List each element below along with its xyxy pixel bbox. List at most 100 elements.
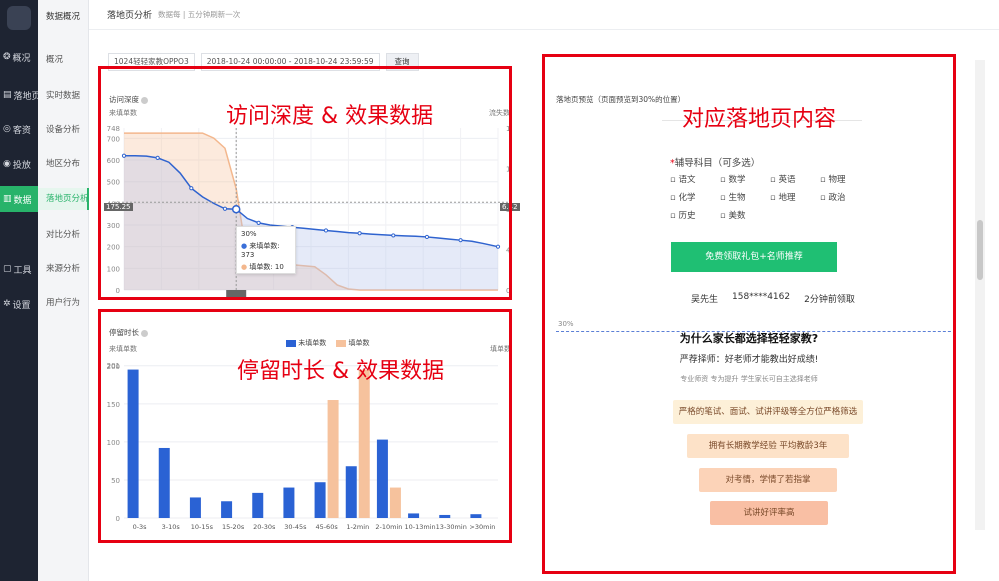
subject-checkbox[interactable]: ▫ 生物 [720,193,746,203]
gear-icon: ✲ [3,299,11,309]
bar-unfilled [283,487,295,518]
depth-chart-title: 访问深度 [109,94,148,105]
subnav-item[interactable]: 来源分析 [46,264,81,274]
why-small: 专业师资 专为提升 学生家长可自主选择老师 [680,375,818,383]
form-title-text: 辅导科目（可多选） [674,158,761,169]
subnav-item[interactable]: 概况 [46,55,64,65]
bar-filled [389,487,401,518]
subject-label: 数学 [728,175,746,185]
y-tick-label: 150 [107,401,120,409]
data-point [495,244,501,249]
x-tick-label: 13-30min [436,523,467,531]
rail-item-data[interactable]: ▥数据 [0,186,38,212]
data-point [155,155,160,160]
subject-checkbox[interactable]: ▫ 美数 [720,211,746,221]
subnav-item[interactable]: 实时数据 [46,91,81,101]
subject-checkbox[interactable]: ▫ 地理 [770,193,796,203]
subject-label: 生物 [728,193,746,203]
bar-unfilled [189,497,201,518]
rail-item-leads[interactable]: ◎客资 [0,116,38,142]
legend-label: 未填单数 [298,339,327,347]
x-tick-label: 3-10s [162,523,181,531]
y-tick-label: 0 [116,287,120,295]
subnav-header: 数据概况 [46,12,81,22]
preview-pct-label: 30% [558,320,574,328]
bar-unfilled [158,447,170,518]
subject-label: 地理 [778,193,796,203]
form-title: *辅导科目（可多选） [670,155,760,169]
dwell-chart-title: 停留时长 [109,327,148,338]
legend-item[interactable]: 未填单数 [286,338,326,348]
user-icon: ◎ [3,124,11,134]
legend-swatch [286,339,296,347]
subject-checkbox[interactable]: ▫ 政治 [820,193,846,203]
rail-label: 客资 [12,125,31,136]
claim-phone: 158****4162 [732,292,791,302]
help-icon[interactable] [141,96,148,104]
data-point [357,231,362,236]
subject-checkbox[interactable]: ▫ 化学 [670,193,696,203]
depth-overlay-label: 访问深度 & 效果数据 [226,104,434,129]
bar-unfilled [470,514,482,518]
dwell-legend: 未填单数 填单数 [286,338,369,348]
refresh-note: 数据每 | 五分钟刷新一次 [158,10,241,19]
subject-label: 政治 [828,193,846,203]
series-area-visit-count [124,155,498,290]
subject-checkbox[interactable]: ▫ 物理 [820,175,846,185]
data-point [256,220,261,225]
bar-filled [358,369,370,518]
x-tick-label: 2-10min [375,523,402,531]
tooltip-row-1: ● 来填单数: 373 [241,241,291,259]
page-preview: 落地页预览（页面预览到30%的位置） *辅导科目（可多选） ▫ 语文 ▫ 数学 … [546,58,952,570]
subject-checkbox[interactable]: ▫ 数学 [720,175,746,185]
depth-marker-right: 6.42 [500,203,520,211]
subnav-item[interactable]: 用户行为 [46,298,81,308]
subnav-item[interactable]: 设备分析 [46,125,81,135]
x-tick-label: 10-13min [405,523,436,531]
y-tick-label: 600 [107,157,120,165]
rail-label: 落地页 [13,91,38,102]
rail-item-landing[interactable]: ▤落地页 [0,82,38,108]
scrollbar-thumb[interactable] [977,220,983,280]
y-tick-label: 0 [116,515,120,523]
tooltip-row-2-text: 填单数: 10 [249,263,284,271]
y-tick-label: 200 [107,244,120,252]
x-tick-label: 45-60s [315,523,338,531]
rail-item-settings[interactable]: ✲设置 [0,291,38,317]
claim-gift-button[interactable]: 免费领取礼包+名师推荐 [671,242,837,272]
subnav-item-active[interactable]: 落地页分析 [38,188,89,210]
preview-scrollbar[interactable] [975,60,985,530]
subject-checkbox[interactable]: ▫ 英语 [770,175,796,185]
y-tick-label: 748 [107,125,120,133]
subject-checkbox[interactable]: ▫ 语文 [670,175,696,185]
rail-item-overview[interactable]: ❂概况 [0,44,38,70]
content-overlay-label: 对应落地页内容 [682,107,837,132]
page-select[interactable]: 1024轻轻家教OPPO3 [108,53,195,71]
subnav-item[interactable]: 对比分析 [46,230,81,240]
depth-chart[interactable]: 748700600500400300200100011340 [100,118,510,298]
x-tick-label: 20-30s [253,523,276,531]
subject-label: 美数 [728,211,746,221]
y-tick-label: 201 [107,362,120,370]
x-tick-label: 10-15s [191,523,214,531]
dot-icon: ● [241,242,248,250]
y-tick-label: 50 [111,477,120,485]
legend-item[interactable]: 填单数 [336,338,369,348]
data-point [121,153,127,158]
bar-unfilled [376,439,388,518]
right-tick-label: 1 [506,125,510,133]
legend-swatch [336,339,347,347]
subject-label: 英语 [778,175,796,185]
subject-checkbox[interactable]: ▫ 历史 [670,211,696,221]
subnav-item[interactable]: 地区分布 [46,159,81,169]
bar-unfilled [127,369,139,518]
date-range-input[interactable]: 2018-10-24 00:00:00 - 2018-10-24 23:59:5… [200,53,380,71]
help-icon[interactable] [141,329,148,337]
rail-item-ads[interactable]: ◉投放 [0,151,38,177]
depth-title-text: 访问深度 [109,95,139,104]
rail-item-tools[interactable]: ▢工具 [0,256,38,282]
query-button[interactable]: 查询 [385,53,419,71]
feature-pill: 严格的笔试、面试、试讲评级等全方位严格筛选 [673,400,863,424]
